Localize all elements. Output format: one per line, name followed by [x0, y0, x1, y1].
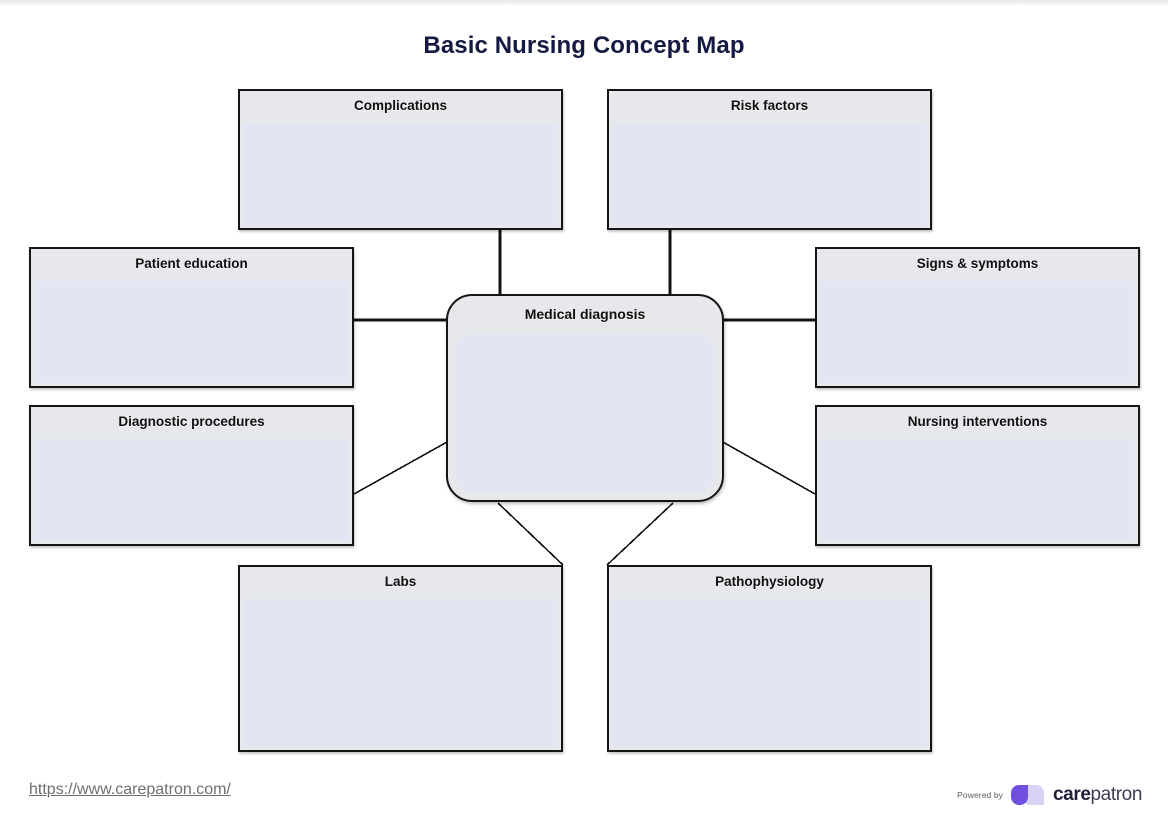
carepatron-brand: Powered by carepatron [957, 783, 1142, 807]
node-patient-education[interactable]: Patient education [29, 247, 354, 388]
node-patient-education-label: Patient education [31, 249, 352, 281]
wordmark-care: care [1053, 784, 1091, 805]
node-labs[interactable]: Labs [238, 565, 563, 752]
edge-nursing-interventions-to-center [713, 436, 816, 495]
node-complications-body[interactable] [243, 123, 558, 225]
node-medical-diagnosis-label: Medical diagnosis [524, 306, 646, 322]
node-medical-diagnosis-body[interactable] [456, 334, 714, 492]
node-labs-label: Labs [240, 567, 561, 599]
node-nursing-interventions[interactable]: Nursing interventions [815, 405, 1140, 546]
node-diagnostic-procedures[interactable]: Diagnostic procedures [29, 405, 354, 546]
edge-pathophysiology-to-center [606, 502, 674, 566]
page-top-edge [0, 0, 1168, 6]
node-pathophysiology-label: Pathophysiology [609, 567, 930, 599]
node-pathophysiology-body[interactable] [612, 599, 927, 747]
node-medical-diagnosis[interactable]: Medical diagnosis [446, 294, 724, 502]
node-labs-body[interactable] [243, 599, 558, 747]
node-diagnostic-procedures-label: Diagnostic procedures [31, 407, 352, 439]
node-signs-symptoms[interactable]: Signs & symptoms [815, 247, 1140, 388]
node-risk-factors-label: Risk factors [609, 91, 930, 123]
node-risk-factors[interactable]: Risk factors [607, 89, 932, 230]
node-signs-symptoms-label: Signs & symptoms [817, 249, 1138, 281]
carepatron-wordmark: carepatron [1053, 784, 1142, 806]
node-complications-label: Complications [240, 91, 561, 123]
carepatron-url-link[interactable]: https://www.carepatron.com/ [29, 781, 231, 798]
node-nursing-interventions-label: Nursing interventions [817, 407, 1138, 439]
node-complications[interactable]: Complications [238, 89, 563, 230]
powered-by-label: Powered by [957, 790, 1004, 800]
node-pathophysiology[interactable]: Pathophysiology [607, 565, 932, 752]
node-diagnostic-procedures-body[interactable] [34, 439, 349, 541]
carepatron-logo-icon [1011, 785, 1045, 805]
page-title: Basic Nursing Concept Map [423, 32, 745, 59]
node-signs-symptoms-body[interactable] [820, 281, 1135, 383]
node-nursing-interventions-body[interactable] [820, 439, 1135, 541]
node-risk-factors-body[interactable] [612, 123, 927, 225]
node-patient-education-body[interactable] [34, 281, 349, 383]
wordmark-patron: patron [1090, 784, 1143, 805]
edge-labs-to-center [497, 502, 564, 566]
edge-diagnostic-procedures-to-center [353, 436, 457, 495]
